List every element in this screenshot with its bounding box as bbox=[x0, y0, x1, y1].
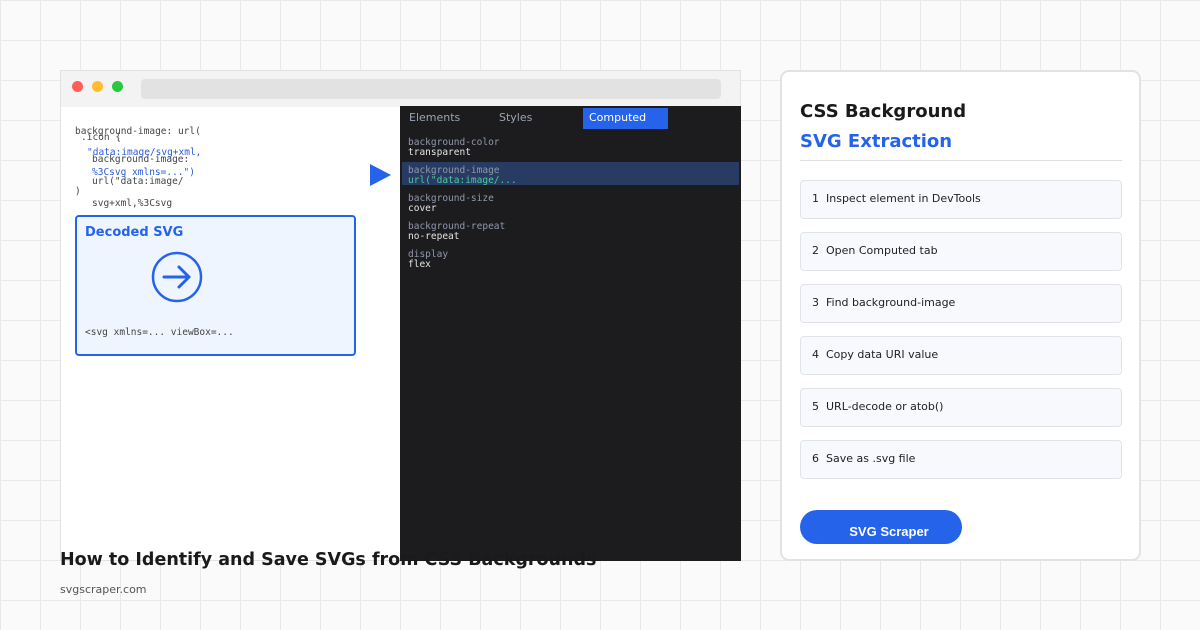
address-bar[interactable] bbox=[141, 79, 721, 99]
site-url: svgscraper.com bbox=[60, 583, 147, 596]
close-window-dot[interactable] bbox=[72, 81, 83, 92]
code-line-closing-paren: ) bbox=[75, 186, 81, 197]
browser-title-bar bbox=[61, 71, 740, 107]
code-line-svg-xml: svg+xml,%3Csvg bbox=[92, 198, 173, 209]
code-line-svg-encoded: %3Csvg xmlns=...") bbox=[92, 167, 195, 178]
step-item: 4 Copy data URI value bbox=[800, 336, 1122, 375]
step-number: 3 bbox=[812, 296, 819, 309]
page-title: How to Identify and Save SVGs from CSS B… bbox=[60, 550, 597, 570]
card-title: CSS Background bbox=[800, 101, 967, 122]
property-name: background-repeat bbox=[408, 221, 506, 232]
property-value: no-repeat bbox=[408, 231, 460, 242]
step-label: Find background-image bbox=[826, 296, 956, 309]
tab-computed[interactable]: Computed bbox=[583, 108, 668, 129]
arrow-right-circle-icon bbox=[151, 251, 203, 303]
property-name: background-size bbox=[408, 193, 494, 204]
step-number: 4 bbox=[812, 348, 819, 361]
property-name: display bbox=[408, 249, 449, 260]
step-label: Copy data URI value bbox=[826, 348, 939, 361]
step-number: 2 bbox=[812, 244, 819, 257]
step-number: 5 bbox=[812, 400, 819, 413]
tab-elements[interactable]: Elements bbox=[409, 111, 461, 124]
svg-scraper-button[interactable]: SVG Scraper bbox=[800, 510, 962, 544]
step-item: 3 Find background-image bbox=[800, 284, 1122, 323]
step-item: 5 URL-decode or atob() bbox=[800, 388, 1122, 427]
code-line-background-image-2: background-image: bbox=[92, 154, 190, 165]
step-item: 1 Inspect element in DevTools bbox=[800, 180, 1122, 219]
property-value-highlighted[interactable]: url("data:image/... bbox=[408, 175, 517, 186]
decoded-svg-code: <svg xmlns=... viewBox=... bbox=[85, 327, 234, 338]
triangle-right-icon bbox=[370, 164, 391, 186]
minimize-window-dot[interactable] bbox=[92, 81, 103, 92]
property-value: flex bbox=[408, 259, 431, 270]
tab-styles[interactable]: Styles bbox=[499, 111, 533, 124]
decoded-svg-panel: Decoded SVG <svg xmlns=... viewBox=... bbox=[75, 215, 356, 356]
decoded-svg-title: Decoded SVG bbox=[85, 225, 184, 240]
step-label: URL-decode or atob() bbox=[826, 400, 944, 413]
property-value: cover bbox=[408, 203, 437, 214]
devtools-panel: Elements Styles Computed background-colo… bbox=[400, 106, 741, 561]
property-name: background-color bbox=[408, 137, 500, 148]
steps-card: CSS Background SVG Extraction 1 Inspect … bbox=[780, 70, 1141, 561]
code-line-background-image: background-image: url( bbox=[75, 126, 201, 137]
step-number: 1 bbox=[812, 192, 819, 205]
code-line-icon-selector: .icon { bbox=[81, 132, 122, 143]
property-name: background-image bbox=[408, 165, 500, 176]
code-line-data-uri: "data:image/svg+xml, bbox=[87, 147, 202, 158]
card-subtitle: SVG Extraction bbox=[800, 131, 953, 152]
step-item: 2 Open Computed tab bbox=[800, 232, 1122, 271]
card-divider bbox=[800, 160, 1122, 161]
maximize-window-dot[interactable] bbox=[112, 81, 123, 92]
step-number: 6 bbox=[812, 452, 819, 465]
code-line-url-data: url("data:image/ bbox=[92, 176, 184, 187]
step-label: Save as .svg file bbox=[826, 452, 916, 465]
step-label: Open Computed tab bbox=[826, 244, 938, 257]
property-value: transparent bbox=[408, 147, 471, 158]
selected-property-row[interactable] bbox=[402, 162, 739, 185]
step-label: Inspect element in DevTools bbox=[826, 192, 981, 205]
step-item: 6 Save as .svg file bbox=[800, 440, 1122, 479]
